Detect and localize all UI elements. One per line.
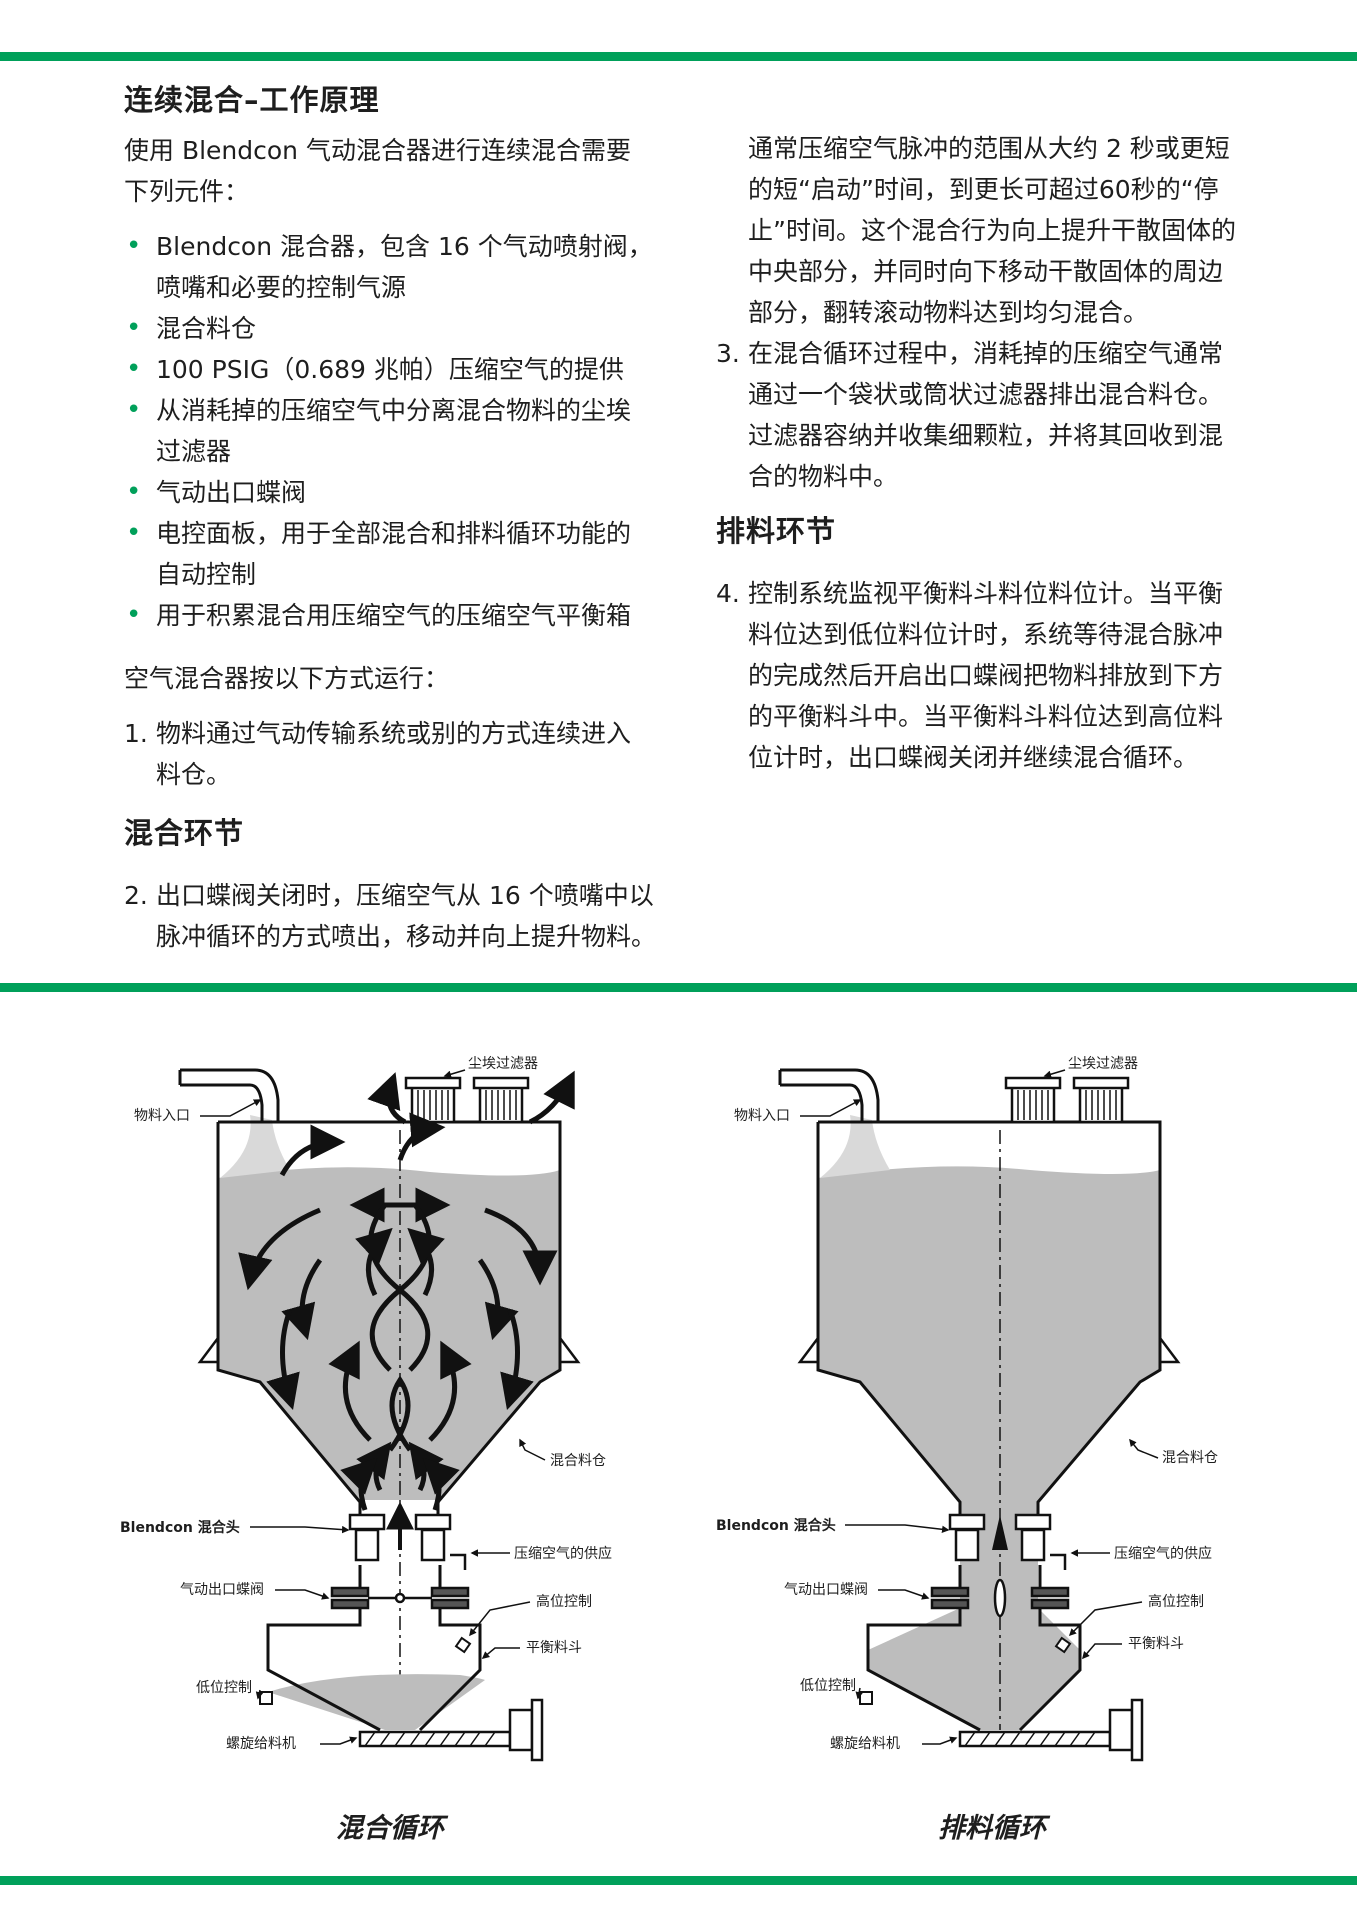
label-air-supply: 压缩空气的供应 <box>1114 1545 1212 1562</box>
section-heading-discharge: 排料环节 <box>716 514 837 548</box>
section-heading-principle: 连续混合–工作原理 <box>124 83 380 117</box>
inlet-pipe <box>780 1068 880 1122</box>
label-low-level-control: 低位控制 <box>800 1678 856 1694</box>
support-lug-left <box>797 1337 819 1364</box>
middle-green-rule <box>0 983 1357 992</box>
list-item: •100 PSIG（0.689 兆帕）压缩空气的提供 <box>124 349 684 390</box>
intro-line-1: 使用 Blendcon 气动混合器进行连续混合需要 <box>124 136 631 165</box>
list-item: •Blendcon 混合器，包含 16 个气动喷射阀，喷嘴和必要的控制气源 <box>124 226 684 308</box>
label-surge-hopper: 平衡料斗 <box>1128 1636 1184 1652</box>
surge-hopper-outline <box>266 1608 482 1732</box>
butterfly-valve <box>330 1586 470 1610</box>
label-blendcon-head: Blendcon 混合头 <box>120 1519 240 1536</box>
material-fill <box>218 1167 560 1500</box>
left-text-column: 连续混合–工作原理 使用 Blendcon 气动混合器进行连续混合需要 下列元件… <box>124 80 684 957</box>
material-fill <box>818 1166 1160 1730</box>
label-butterfly-valve: 气动出口蝶阀 <box>180 1582 264 1598</box>
bullet-icon: • <box>126 313 142 343</box>
step-1: 1. 物料通过气动传输系统或别的方式连续进入料仓。 <box>124 719 632 789</box>
list-item: •从消耗掉的压缩空气中分离混合物料的尘埃过滤器 <box>124 390 684 472</box>
bullet-icon: • <box>126 600 142 630</box>
list-item: •气动出口蝶阀 <box>124 472 684 513</box>
component-list: •Blendcon 混合器，包含 16 个气动喷射阀，喷嘴和必要的控制气源 •混… <box>124 226 684 636</box>
discharge-cycle-diagram: 尘埃过滤器 物料入口 混合料仓 Blendcon 混合头 压缩空气的供应 气动出… <box>716 1056 1218 1762</box>
label-dust-filter: 尘埃过滤器 <box>468 1056 538 1072</box>
label-material-inlet: 物料入口 <box>734 1108 790 1124</box>
list-item: •电控面板，用于全部混合和排料循环功能的自动控制 <box>124 513 684 595</box>
label-high-level-control: 高位控制 <box>536 1593 592 1610</box>
step-2: 2. 出口蝶阀关闭时，压缩空气从 16 个喷嘴中以脉冲循环的方式喷出，移动并向上… <box>124 881 657 951</box>
dust-plume <box>820 1115 890 1178</box>
label-dust-filter: 尘埃过滤器 <box>1068 1056 1138 1072</box>
high-level-sensor <box>454 1636 472 1654</box>
bullet-icon: • <box>126 395 142 425</box>
intro-line-2: 下列元件： <box>124 177 250 206</box>
bullet-icon: • <box>126 477 142 507</box>
caption-mixing-cycle: 混合循环 <box>336 1813 444 1844</box>
dust-plume <box>220 1115 290 1178</box>
label-mixing-bin: 混合料仓 <box>1162 1450 1218 1466</box>
right-text-column: 通常压缩空气脉冲的范围从大约 2 秒或更短 的短“启动”时间，到更长可超过60秒… <box>716 128 1276 778</box>
label-butterfly-valve: 气动出口蝶阀 <box>784 1582 868 1598</box>
label-material-inlet: 物料入口 <box>134 1108 190 1124</box>
high-level-sensor <box>1054 1636 1072 1654</box>
dust-filter-left <box>404 1076 462 1124</box>
screw-feeder <box>358 1698 544 1762</box>
dust-filter-left <box>1004 1076 1062 1124</box>
low-level-sensor <box>259 1691 273 1705</box>
list-item: •混合料仓 <box>124 308 684 349</box>
low-level-sensor <box>859 1691 873 1705</box>
dust-filter-right <box>1072 1076 1130 1124</box>
label-screw-feeder: 螺旋给料机 <box>226 1736 296 1752</box>
list-item: •用于积累混合用压缩空气的压缩空气平衡箱 <box>124 595 684 636</box>
step-3: 3. 在混合循环过程中，消耗掉的压缩空气通常通过一个袋状或筒状过滤器排出混合料仓… <box>716 339 1224 491</box>
step-2-continued: 通常压缩空气脉冲的范围从大约 2 秒或更短 的短“启动”时间，到更长可超过60秒… <box>748 134 1236 327</box>
dust-filter-right <box>472 1076 530 1124</box>
label-surge-hopper: 平衡料斗 <box>526 1640 582 1656</box>
screw-feeder <box>958 1698 1144 1762</box>
butterfly-valve <box>930 1578 1070 1618</box>
label-low-level-control: 低位控制 <box>196 1680 252 1696</box>
inlet-pipe <box>180 1068 280 1122</box>
support-lug-right <box>559 1337 581 1364</box>
exhaust-arrow <box>367 1072 407 1125</box>
mixing-cycle-diagram: 尘埃过滤器 物料入口 混合料仓 Blendcon 混合头 压缩空气的供应 气动出… <box>120 1056 612 1762</box>
section-heading-mixing: 混合环节 <box>124 816 245 850</box>
step-4: 4. 控制系统监视平衡料斗料位料位计。当平衡料位达到低位料位计时，系统等待混合脉… <box>716 579 1224 772</box>
label-mixing-bin: 混合料仓 <box>550 1453 606 1469</box>
top-green-rule <box>0 52 1357 61</box>
bottom-green-rule <box>0 1876 1357 1885</box>
label-blendcon-head: Blendcon 混合头 <box>716 1517 836 1534</box>
nozzle <box>992 1515 1008 1550</box>
caption-discharge-cycle: 排料循环 <box>938 1813 1046 1844</box>
label-high-level-control: 高位控制 <box>1148 1593 1204 1610</box>
surge-hopper-fill <box>268 1674 485 1730</box>
operation-intro: 空气混合器按以下方式运行： <box>124 664 450 693</box>
label-screw-feeder: 螺旋给料机 <box>830 1736 900 1752</box>
label-air-supply: 压缩空气的供应 <box>514 1545 612 1562</box>
bullet-icon: • <box>126 354 142 384</box>
blendcon-mixing-head <box>348 1513 467 1570</box>
exhaust-arrow <box>528 1070 575 1125</box>
circulation-arrows <box>238 1112 558 1511</box>
support-lug-right <box>1159 1337 1181 1364</box>
bullet-icon: • <box>126 518 142 548</box>
blendcon-mixing-head <box>948 1513 1067 1570</box>
bullet-icon: • <box>126 231 142 261</box>
support-lug-left <box>197 1337 219 1364</box>
